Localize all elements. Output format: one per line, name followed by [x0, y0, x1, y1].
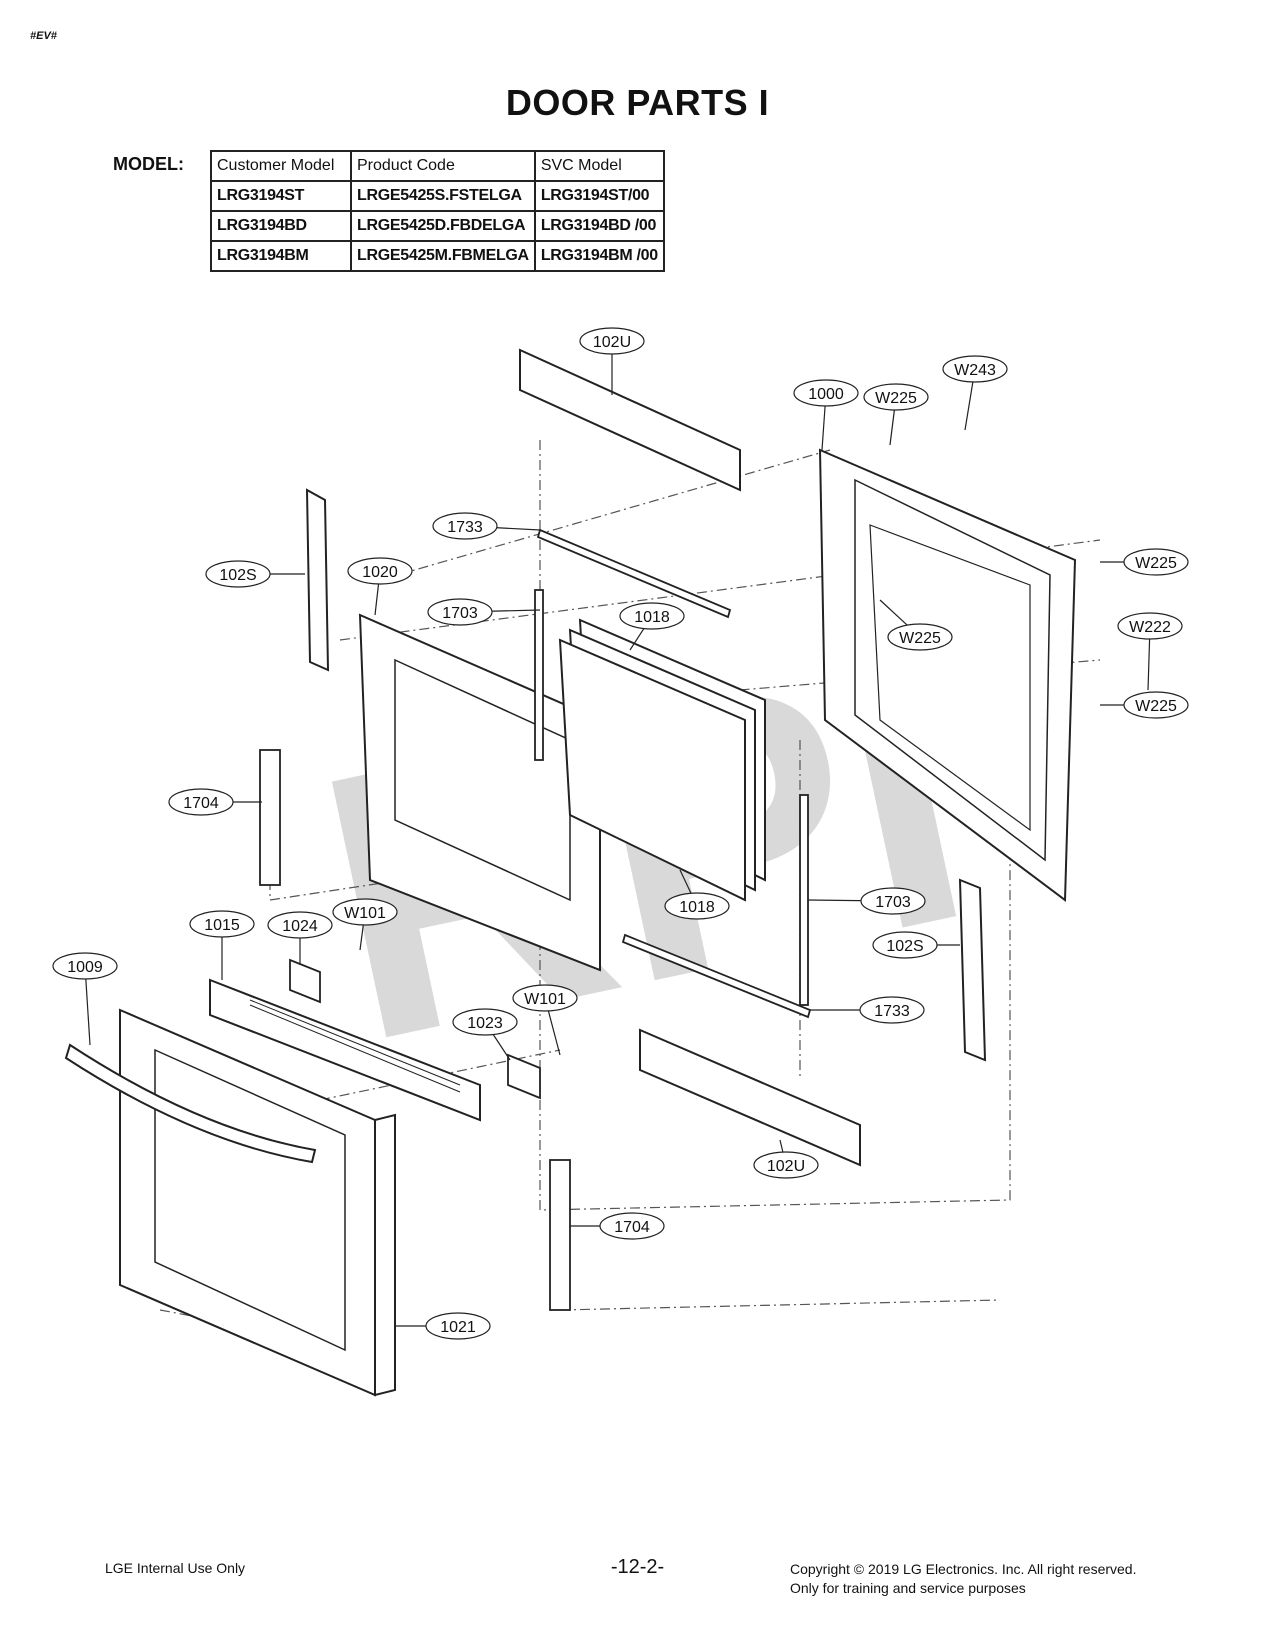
callout-bubble: [205, 560, 271, 588]
callout-bubble: [887, 623, 953, 651]
callout-label: 1704: [614, 1219, 650, 1236]
callout-bubble: [579, 327, 645, 355]
page-title: DOOR PARTS I: [505, 82, 770, 123]
callout-label: 102S: [886, 938, 923, 955]
vent-trim-part: [209, 978, 481, 1122]
table-cell: LRG3194BD /00: [533, 210, 665, 242]
callout-label: 1704: [183, 795, 219, 812]
glass-panes-part: [558, 618, 766, 902]
callout-bubble: [1117, 612, 1183, 640]
footer-copyright: Copyright © 2019 LG Electronics. Inc. Al…: [790, 1560, 1136, 1598]
board-parts: [289, 958, 541, 1100]
table-row: LRG3194BD LRGE5425D.FBDELGA LRG3194BD /0…: [210, 210, 665, 242]
callout-bubble: [863, 383, 929, 411]
table-header-row: Customer Model Product Code SVC Model: [210, 150, 665, 182]
column-header: Customer Model: [210, 150, 352, 182]
bottom-trim-part: [639, 1028, 861, 1167]
callout-label: W243: [954, 362, 996, 379]
table-cell: LRG3194ST/00: [533, 180, 665, 212]
callout-label: 1024: [282, 918, 318, 935]
training-line: Only for training and service purposes: [790, 1580, 1026, 1596]
model-label: MODEL:: [113, 154, 184, 174]
callout-bubble: [427, 598, 493, 626]
callout-bubble: [332, 898, 398, 926]
callout-bubble: [942, 355, 1008, 383]
callout-bubble: [168, 788, 234, 816]
callout-bubble: [512, 984, 578, 1012]
table-cell: LRG3194BM: [210, 240, 352, 272]
callout-bubble: [619, 602, 685, 630]
table-cell: LRG3194ST: [210, 180, 352, 212]
side-trim-right-part: [958, 878, 987, 1062]
callout-label: 1733: [447, 519, 483, 536]
table-row: LRG3194BM LRGE5425M.FBMELGA LRG3194BM /0…: [210, 240, 665, 272]
callout-label: 1000: [808, 386, 844, 403]
top-trim-part: [519, 348, 741, 492]
column-header: SVC Model: [533, 150, 665, 182]
callout-label: 1023: [467, 1015, 503, 1032]
callout-label: W101: [524, 991, 566, 1008]
callout-label: W225: [1135, 698, 1177, 715]
callout-bubble: [267, 911, 333, 939]
callout-bubble: [860, 887, 926, 915]
callout-bubble: [52, 952, 118, 980]
table-row: LRG3194ST LRGE5425S.FSTELGA LRG3194ST/00: [210, 180, 665, 212]
outer-door-part: [119, 1008, 396, 1397]
callout-label: 1703: [442, 605, 478, 622]
callout-bubble: [1123, 548, 1189, 576]
callout-label: 1018: [679, 899, 715, 916]
callout-label: W101: [344, 905, 386, 922]
page-number: -12-2-: [610, 1556, 665, 1578]
callout-label: W225: [875, 390, 917, 407]
callout-label: 1733: [874, 1003, 910, 1020]
callout-bubble: [189, 910, 255, 938]
table-cell: LRGE5425S.FSTELGA: [350, 180, 536, 212]
callout-bubble: [599, 1212, 665, 1240]
hinge-parts: [259, 749, 571, 1311]
copyright-line: Copyright © 2019 LG Electronics. Inc. Al…: [790, 1561, 1137, 1577]
callout-bubble: [753, 1151, 819, 1179]
callout-bubble: [347, 557, 413, 585]
table-cell: LRGE5425D.FBDELGA: [350, 210, 536, 242]
table-cell: LRG3194BD: [210, 210, 352, 242]
callout-bubble: [859, 996, 925, 1024]
callout-bubble: [452, 1008, 518, 1036]
side-trim-left-part: [305, 488, 330, 672]
model-table: Customer Model Product Code SVC Model LR…: [210, 150, 665, 272]
callout-label: W225: [899, 630, 941, 647]
table-cell: LRG3194BM /00: [533, 240, 665, 272]
column-header: Product Code: [350, 150, 536, 182]
callout-label: 102U: [593, 334, 631, 351]
callout-label: 1015: [204, 917, 240, 934]
callout-label: 1018: [634, 609, 670, 626]
callout-label: 1021: [440, 1319, 476, 1336]
callout-bubble: [425, 1312, 491, 1340]
callout-bubble: [664, 892, 730, 920]
callout-bubble: [1123, 691, 1189, 719]
callout-label: 1009: [67, 959, 103, 976]
table-cell: LRGE5425M.FBMELGA: [350, 240, 536, 272]
door-handle-part: [64, 1043, 317, 1164]
callout-label: W225: [1135, 555, 1177, 572]
callout-label: 102U: [767, 1158, 805, 1175]
callout-label: 1703: [875, 894, 911, 911]
callout-bubble: [872, 931, 938, 959]
document-tag: #EV#: [30, 30, 57, 42]
rear-door-frame-part: [818, 448, 1077, 902]
callout-label: 102S: [219, 567, 256, 584]
callout-label: W222: [1129, 619, 1171, 636]
callout-bubble: [793, 379, 859, 407]
footer-internal-use: LGE Internal Use Only: [105, 1560, 246, 1576]
callout-bubble: [432, 512, 498, 540]
callout-label: 1020: [362, 564, 398, 581]
